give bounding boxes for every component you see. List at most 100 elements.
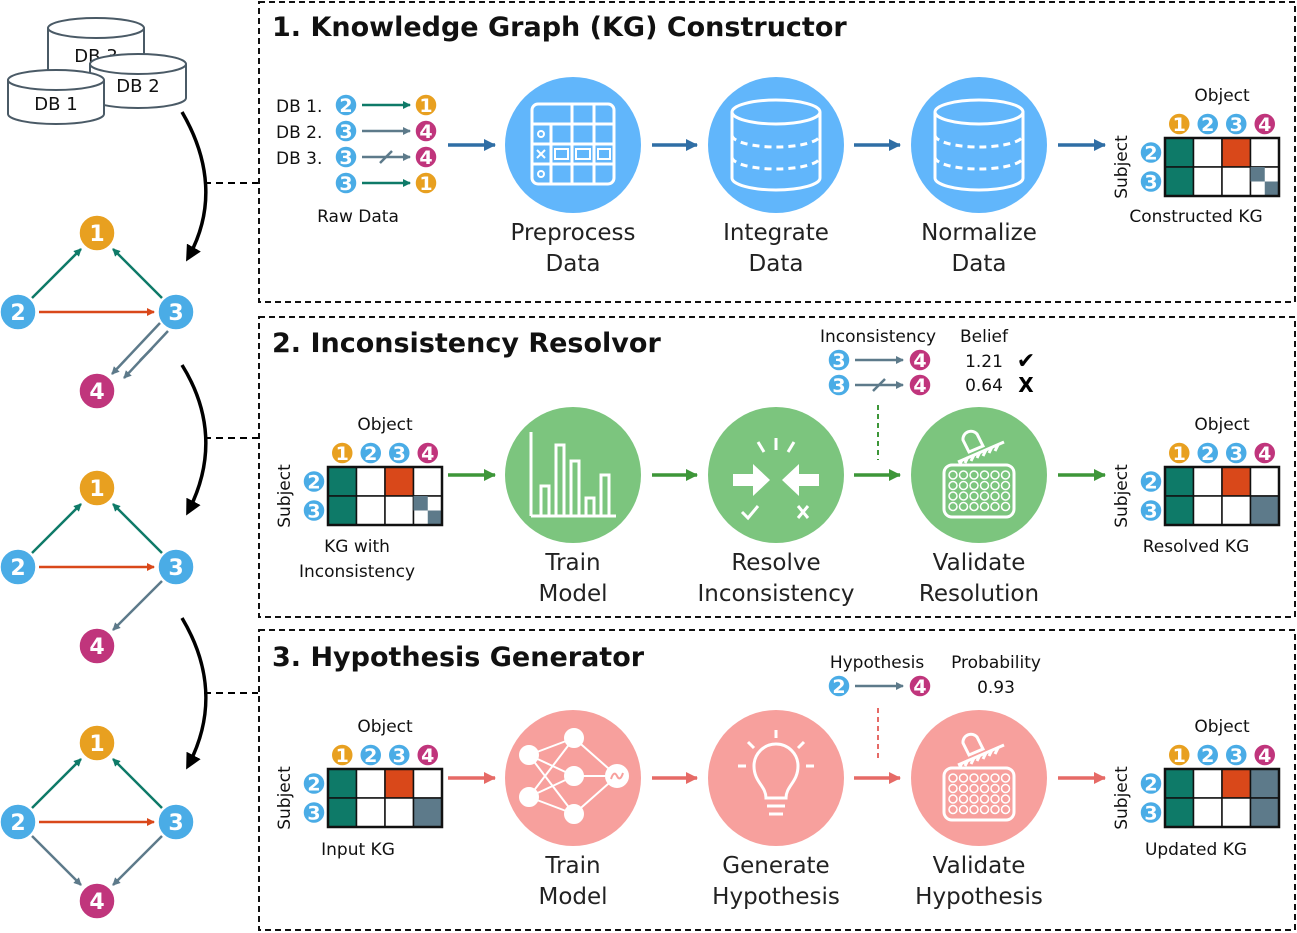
raw-db-label: DB 1. [276,97,322,117]
subject-axis-label: Subject [1112,464,1132,528]
node-badge: 3 [1139,169,1163,194]
matrix-cell [327,797,358,828]
node-badge: 1 [414,93,438,117]
node-badge: 1 [1167,441,1191,465]
node-badge: 2 [1196,441,1220,465]
matrix-cell [384,466,415,497]
node-badge: 2 [302,469,326,494]
step-label-line2: Model [538,884,607,910]
node-label: 3 [168,556,183,581]
node-badge: 1 [78,469,116,507]
section-box-generator [258,629,1296,931]
step-generate-hypothesis: Generate Hypothesis [708,710,844,910]
node-label: 3 [307,501,320,523]
pipette-icon [957,429,1005,467]
node-label: 2 [10,811,25,836]
dashed-connectors [204,182,258,694]
node-label: 2 [364,745,377,767]
node-label: 1 [1173,443,1186,465]
node-badge: 2 [0,293,37,331]
node-label: 2 [1201,114,1214,136]
node-label: 2 [10,301,25,326]
node-badge: 4 [416,743,440,767]
object-axis-label: Object [357,415,413,435]
node-label: 2 [1144,774,1157,796]
matrix-cell [327,495,358,526]
step-label-line1: Generate [722,853,829,879]
section-title-resolvor: 2. Inconsistency Resolvor [272,328,661,359]
negation-slash [379,150,393,164]
matrix-caption: Resolved KG [1143,537,1250,557]
node-badge: 4 [414,119,438,143]
node-badge: 4 [908,348,932,372]
section-title-constructor: 1. Knowledge Graph (KG) Constructor [272,12,847,43]
matrix-cell [412,466,443,497]
matrix-cell [1164,166,1195,197]
callout-col2-header: Belief [960,327,1009,347]
matrix-cell [412,797,443,828]
matrix-cell [412,768,443,799]
cross-icon: X [1018,373,1034,397]
node-badge: 2 [359,743,383,767]
input-caption-1: KG with [324,537,390,557]
edge-arrow [112,580,163,631]
node-badge: 3 [334,119,358,143]
node-label: 2 [1201,745,1214,767]
matrix-cell [1192,495,1223,526]
step-label-line1: Validate [933,853,1026,879]
matrix-cell [1192,797,1223,828]
node-label: 2 [10,556,25,581]
node-badge: 4 [416,441,440,465]
node-badge: 4 [1253,743,1277,767]
database-icon: DB 2 [89,53,187,109]
database-icon [730,98,822,192]
step-train-model-nn: Train Model [505,710,641,910]
step-preprocess: Preprocess Data [505,77,641,277]
node-badge: 2 [1196,743,1220,767]
node-label: 3 [393,745,406,767]
step-label-line1: Resolve [731,550,820,576]
matrix-cell [1249,797,1280,828]
node-label: 1 [336,443,349,465]
node-badge: 1 [330,743,354,767]
step-label-line2: Hypothesis [712,884,840,910]
step-label-line1: Normalize [921,220,1037,246]
node-label: 2 [1144,143,1157,165]
matrix-cell [384,495,415,526]
step-label-line1: Train [544,853,600,879]
section-title-generator: 3. Hypothesis Generator [272,642,645,673]
matrix-cell-partial [1250,167,1265,182]
matrix-cell [1164,797,1195,828]
raw-db-label: DB 2. [276,123,322,143]
node-label: 2 [1144,472,1157,494]
node-label: 3 [1144,501,1157,523]
probability-value: 0.93 [977,678,1015,698]
node-label: 1 [1173,745,1186,767]
node-label: 4 [421,745,434,767]
node-label: 3 [168,811,183,836]
matrix-cell [355,768,386,799]
belief-value: 0.64 [965,376,1003,396]
matrix-cell [1192,768,1223,799]
edge-arrow [112,835,163,886]
step-label-line1: Train [544,550,600,576]
node-badge: 1 [1167,112,1191,136]
node-label: 1 [1173,114,1186,136]
node-badge: 3 [302,498,326,523]
node-badge: 3 [387,441,411,465]
step-label-line2: Model [538,581,607,607]
node-label: 4 [89,380,104,405]
matrix-cell [1221,768,1252,799]
negation-slash [139,347,153,362]
table-icon [530,102,616,186]
matrix-cell [1164,466,1195,497]
node-badge: 3 [827,348,851,372]
matrix-cell [1164,137,1195,168]
node-label: 3 [339,121,352,143]
db-label: DB 1 [34,94,77,115]
node-label: 2 [1201,443,1214,465]
